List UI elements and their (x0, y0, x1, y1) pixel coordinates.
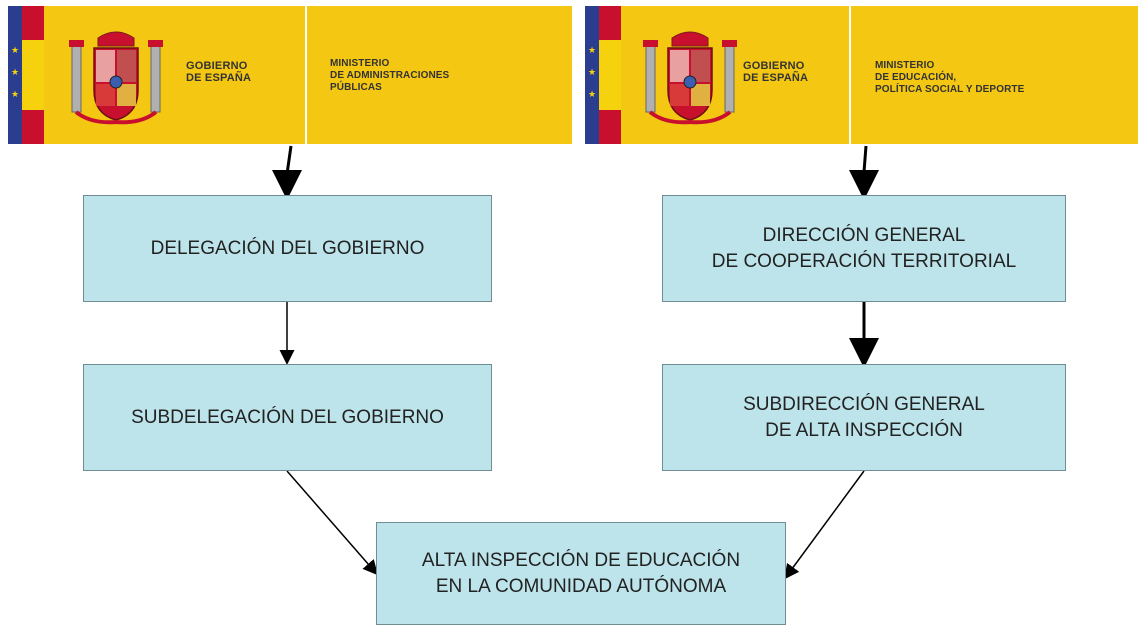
ministry-banner-administraciones: ★ ★ ★ GOBIERNO DE ESPAÑA MINISTERIO DE A… (8, 6, 572, 144)
coat-of-arms-icon (69, 31, 163, 125)
node-delegacion-gobierno: DELEGACIÓN DEL GOBIERNO (83, 195, 492, 302)
spain-eu-flag-icon: ★ ★ ★ (8, 6, 44, 144)
arrow-subdireccion-to-alta (784, 470, 865, 580)
government-label: GOBIERNO DE ESPAÑA (186, 60, 252, 84)
coat-of-arms-icon (643, 31, 737, 125)
node-subdelegacion-gobierno: SUBDELEGACIÓN DEL GOBIERNO (83, 364, 492, 471)
ministry-label: MINISTERIO DE ADMINISTRACIONES PÚBLICAS (330, 58, 450, 93)
node-subdireccion-general: SUBDIRECCIÓN GENERAL DE ALTA INSPECCIÓN (662, 364, 1066, 471)
spain-eu-flag-icon: ★ ★ ★ (585, 6, 621, 144)
node-direccion-general: DIRECCIÓN GENERAL DE COOPERACIÓN TERRITO… (662, 195, 1066, 302)
banner-divider (849, 6, 851, 144)
government-label: GOBIERNO DE ESPAÑA (743, 60, 809, 84)
arrow-banner-to-direccion (849, 145, 879, 200)
arrow-banner-to-delegacion (272, 145, 302, 200)
banner-divider (305, 6, 307, 144)
node-alta-inspeccion: ALTA INSPECCIÓN DE EDUCACIÓN EN LA COMUN… (376, 522, 786, 625)
arrow-subdelegacion-to-alta (286, 470, 378, 576)
ministry-label: MINISTERIO DE EDUCACIÓN, POLÍTICA SOCIAL… (875, 60, 1025, 95)
ministry-banner-educacion: ★ ★ ★ GOBIERNO DE ESPAÑA MINISTERIO DE E… (585, 6, 1138, 144)
